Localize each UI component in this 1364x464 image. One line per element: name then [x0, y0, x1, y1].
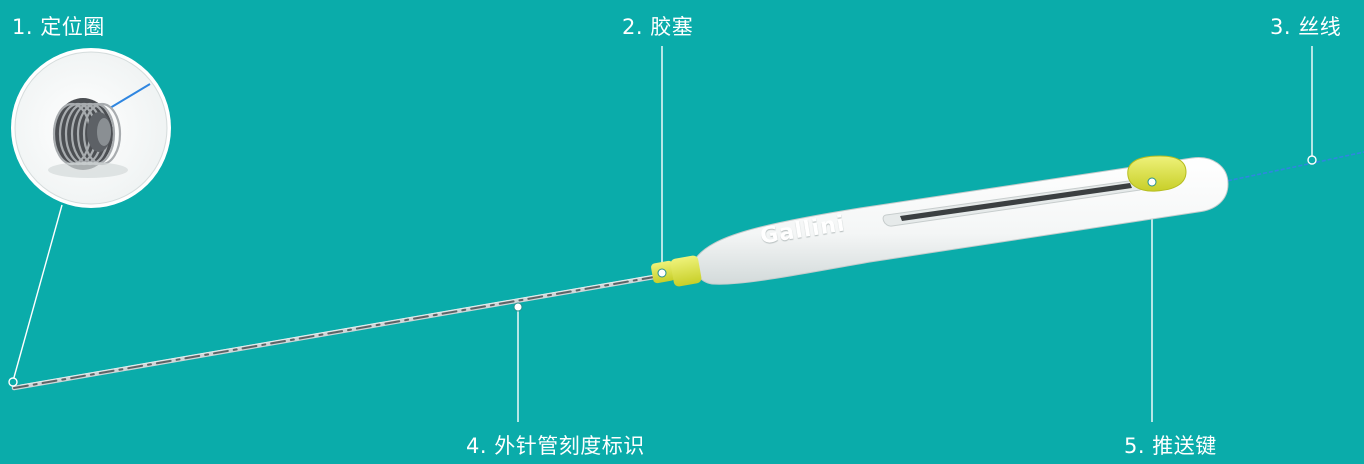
outer-needle — [11, 273, 663, 391]
leader-lines — [12, 46, 1313, 422]
push-key — [1127, 155, 1187, 192]
label-coil: 1. 定位圈 — [12, 15, 105, 39]
thread — [1221, 151, 1364, 183]
label-needle-markings: 4. 外针管刻度标识 — [466, 434, 645, 458]
leader-line-coil — [12, 204, 63, 382]
label-stopper: 2. 胶塞 — [622, 15, 694, 39]
label-push-key: 5. 推送键 — [1124, 434, 1217, 458]
handle — [694, 157, 1229, 285]
label-thread: 3. 丝线 — [1270, 15, 1342, 39]
coil-inset — [11, 48, 171, 208]
rubber-stopper — [651, 255, 702, 287]
